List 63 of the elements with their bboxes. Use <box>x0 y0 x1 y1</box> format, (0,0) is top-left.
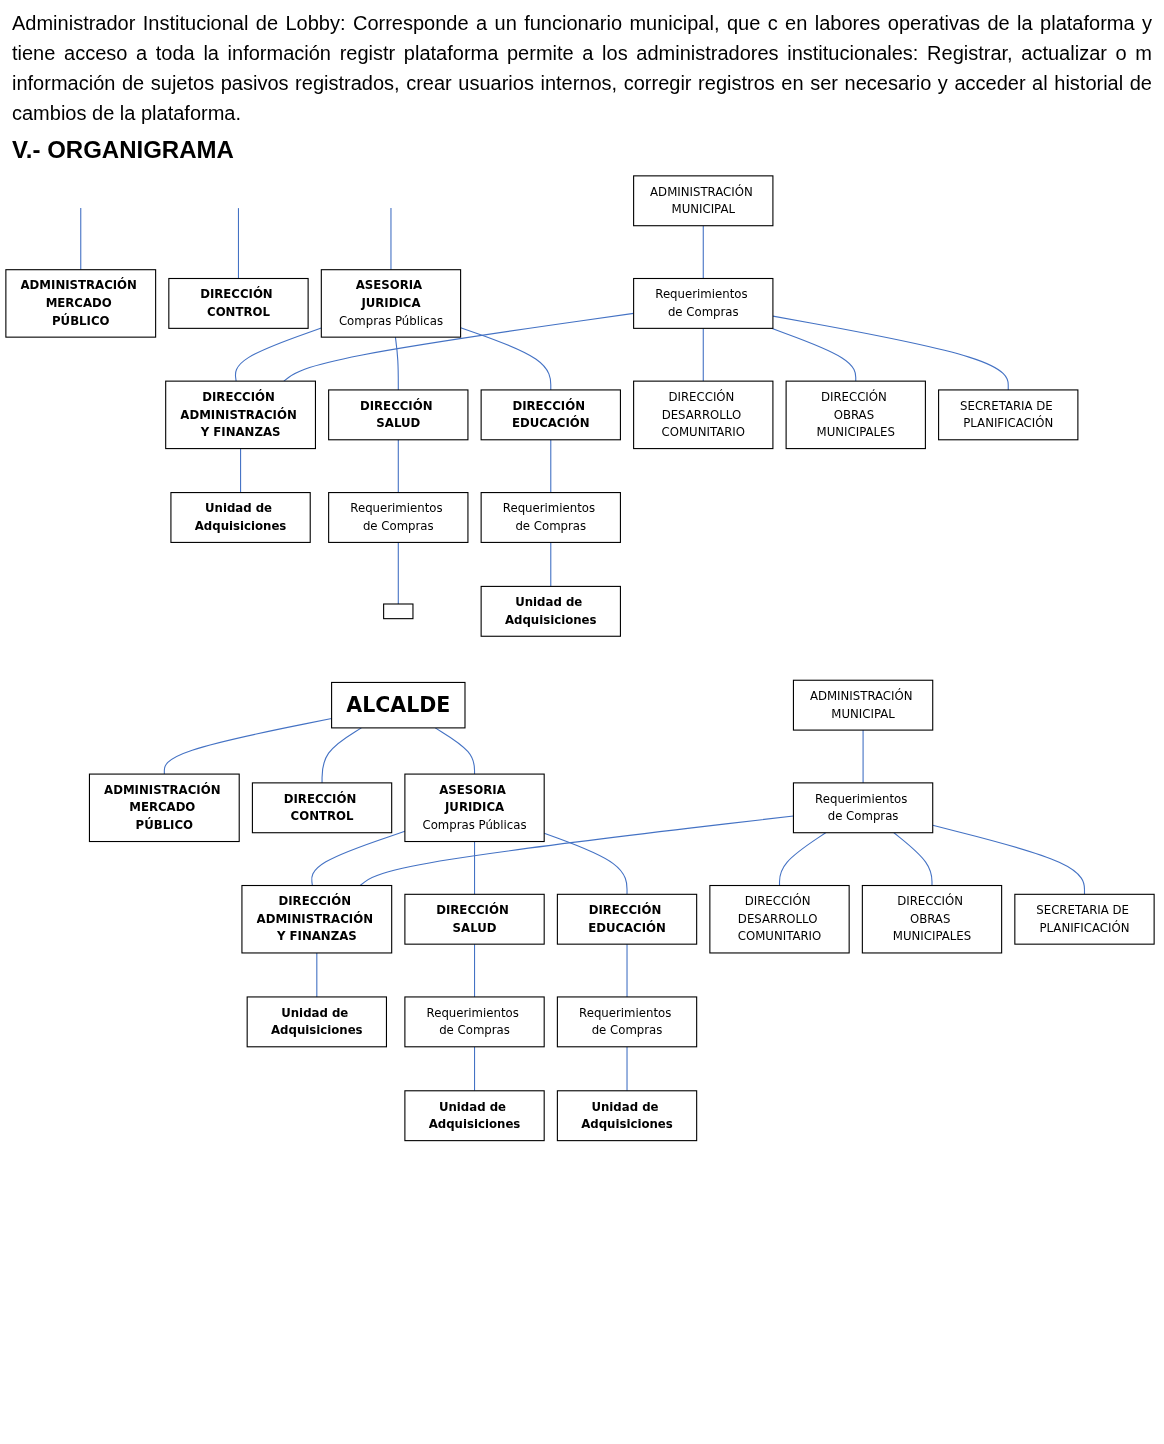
node-box: ALCALDE <box>331 681 466 729</box>
node-box: DIRECCIÓN ADMINISTRACIÓN Y FINANZAS <box>241 884 393 954</box>
node-box: Requerimientos de Compras <box>633 277 774 329</box>
connector <box>80 207 82 271</box>
connector <box>626 1046 628 1092</box>
connector <box>862 729 864 784</box>
node-box: DIRECCIÓN DESARROLLO COMUNITARIO <box>633 380 774 450</box>
node-box: Unidad de Adquisiciones <box>404 1090 545 1142</box>
node-box: SECRETARIA DE PLANIFICACIÓN <box>1014 893 1155 945</box>
node-box: ADMINISTRACIÓN MERCADO PÚBLICO <box>88 773 240 843</box>
connector <box>237 207 239 280</box>
node-box: ADMINISTRACIÓN MUNICIPAL <box>633 175 774 227</box>
connector <box>316 952 318 998</box>
connector <box>474 943 476 998</box>
node-box: Unidad de Adquisiciones <box>246 996 387 1048</box>
connector <box>702 225 704 280</box>
connector <box>932 824 1086 895</box>
node-box: DIRECCIÓN SALUD <box>404 893 545 945</box>
node-box: Requerimientos de Compras <box>792 782 934 834</box>
connector <box>626 943 628 998</box>
connector <box>702 327 704 382</box>
connector <box>474 841 476 895</box>
node-box: Unidad de Adquisiciones <box>170 492 311 543</box>
connector <box>359 815 794 887</box>
connector <box>390 207 392 271</box>
node-box: DIRECCIÓN OBRAS MUNICIPALES <box>785 380 926 450</box>
node-box: ADMINISTRACIÓN MERCADO PÚBLICO <box>5 269 157 338</box>
connector <box>240 448 242 494</box>
connector <box>778 832 827 887</box>
connector <box>397 541 399 605</box>
node-box: Unidad de Adquisiciones <box>556 1090 698 1142</box>
connector <box>394 336 399 391</box>
node-box: SECRETARIA DE PLANIFICACIÓN <box>938 389 1079 441</box>
node-box <box>383 603 414 620</box>
node-box: DIRECCIÓN CONTROL <box>251 782 393 834</box>
node-box: Unidad de Adquisiciones <box>480 585 621 637</box>
connector <box>460 327 552 391</box>
connector <box>397 439 399 494</box>
node-box: DIRECCIÓN CONTROL <box>168 277 309 329</box>
connector <box>550 541 552 587</box>
connector <box>550 439 552 494</box>
node-box: Requerimientos de Compras <box>556 996 698 1048</box>
node-box: ASESORIA JURIDICA Compras Públicas <box>320 269 462 338</box>
node-box: Requerimientos de Compras <box>328 492 469 543</box>
node-box: DIRECCIÓN SALUD <box>328 389 469 441</box>
connector <box>474 1046 476 1092</box>
paragraph: Administrador Institucional de Lobby: Corresponde a un funcionario municipal, que c en labores operativas de la plataforma y tiene acceso a toda la información registr plataforma permite a los administradores institucionales: Registrar, actualizar o m información de sujetos pasivos registrados, crear usuarios internos, corregir registros en ser necesario y acceder al historial de cambios de la plataforma. <box>12 11 1152 126</box>
node-box: DIRECCIÓN EDUCACIÓN <box>480 389 621 441</box>
connector <box>893 832 933 887</box>
connector <box>434 727 476 775</box>
connector <box>234 327 322 382</box>
node-box: Requerimientos de Compras <box>480 492 621 543</box>
node-box: ADMINISTRACIÓN MUNICIPAL <box>792 679 934 731</box>
node-box: Requerimientos de Compras <box>404 996 545 1048</box>
node-box: DIRECCIÓN EDUCACIÓN <box>556 893 698 945</box>
connector <box>770 327 857 382</box>
connector <box>772 315 1009 391</box>
node-box: DIRECCIÓN ADMINISTRACIÓN Y FINANZAS <box>165 380 316 450</box>
node-box: ASESORIA JURIDICA Compras Públicas <box>404 773 545 843</box>
node-box: DIRECCIÓN DESARROLLO COMUNITARIO <box>709 884 850 954</box>
connector <box>321 727 362 784</box>
node-box: DIRECCIÓN OBRAS MUNICIPALES <box>861 884 1003 954</box>
heading: V.- ORGANIGRAMA <box>12 136 235 164</box>
